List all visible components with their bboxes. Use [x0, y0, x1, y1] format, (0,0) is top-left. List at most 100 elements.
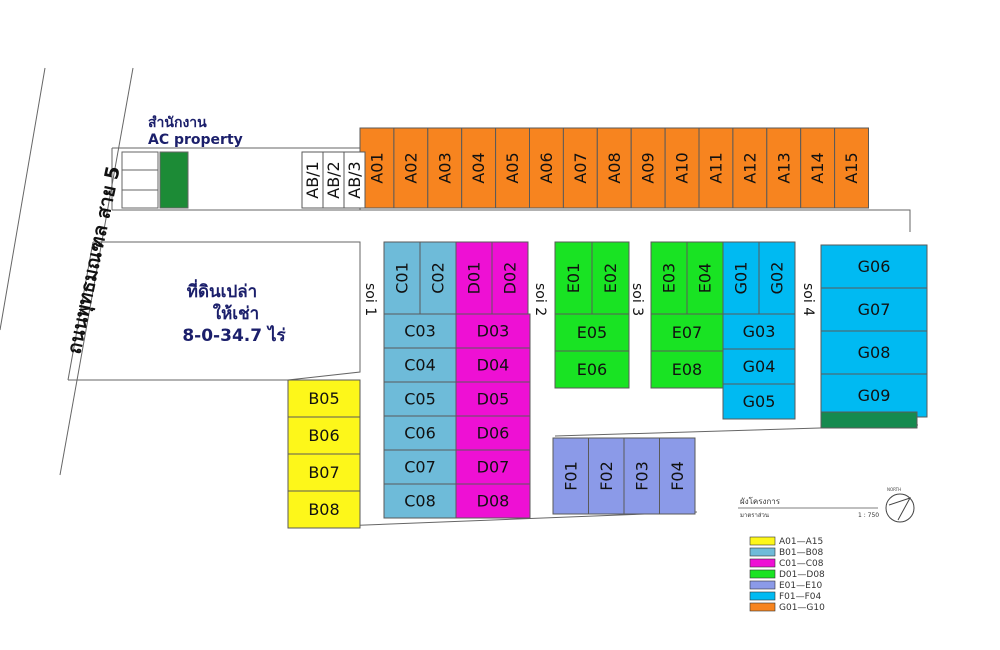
lot-e05-label: E05	[577, 323, 607, 342]
lot-a15[interactable]	[834, 127, 869, 209]
lot-e03[interactable]	[650, 241, 688, 315]
lot-c01[interactable]	[383, 241, 421, 315]
lot-e06[interactable]	[554, 350, 630, 389]
green-area-strip	[820, 411, 918, 429]
legend-swatch	[749, 547, 776, 557]
lot-b08[interactable]	[287, 490, 361, 529]
lot-d05-label: D05	[477, 390, 510, 409]
lot-ab3-label: AB/3	[345, 161, 364, 199]
lot-g02-label: G02	[768, 262, 787, 295]
lot-g04-label: G04	[743, 357, 776, 376]
lot-a05[interactable]	[495, 127, 531, 209]
lot-c06-label: C06	[404, 424, 436, 443]
soi-label-3: soi 3	[629, 283, 645, 316]
lot-b07[interactable]	[287, 453, 361, 492]
lot-d03-label: D03	[477, 322, 510, 341]
legend-swatch	[749, 591, 776, 601]
lot-shapes-layer	[287, 127, 928, 529]
lot-f03[interactable]	[623, 437, 660, 515]
legend-label: D01—D08	[779, 570, 825, 580]
lot-a10-label: A10	[673, 152, 692, 183]
lot-d07-label: D07	[477, 458, 510, 477]
lot-g03[interactable]	[722, 313, 796, 350]
lot-e01[interactable]	[554, 241, 593, 315]
vacant-land-line3: 8-0-34.7 ไร่	[182, 325, 286, 346]
lot-g02[interactable]	[758, 241, 796, 315]
lot-e05[interactable]	[554, 313, 630, 352]
lot-c01-label: C01	[393, 262, 412, 294]
title-block: ผังโครงการ มาตราส่วน 1 : 750 NORTH	[738, 487, 915, 523]
lot-g08[interactable]	[820, 330, 928, 375]
lot-a05-label: A05	[503, 152, 522, 183]
lot-g05[interactable]	[722, 383, 796, 420]
soi-label-1: soi 1	[362, 283, 378, 316]
lot-e01-label: E01	[564, 263, 583, 293]
lot-a14[interactable]	[800, 127, 836, 209]
lot-d02-label: D02	[501, 262, 520, 295]
legend-swatch	[749, 580, 776, 590]
lot-g09[interactable]	[820, 373, 928, 418]
lot-e08-label: E08	[672, 360, 702, 379]
lot-a04[interactable]	[461, 127, 497, 209]
lot-a07[interactable]	[562, 127, 598, 209]
lot-c08[interactable]	[383, 483, 457, 519]
lot-e02-label: E02	[601, 263, 620, 293]
lot-d08[interactable]	[455, 483, 531, 519]
lot-ab1-label: AB/1	[303, 161, 322, 199]
lot-f02-label: F02	[597, 461, 616, 491]
legend-swatch	[749, 536, 776, 546]
lot-b06-label: B06	[308, 426, 339, 445]
lot-g03-label: G03	[743, 322, 776, 341]
lot-g05-label: G05	[743, 392, 776, 411]
lot-e04-label: E04	[696, 263, 715, 293]
legend-swatch	[749, 569, 776, 579]
lot-a12[interactable]	[732, 127, 768, 209]
lot-a04-label: A04	[469, 152, 488, 183]
lot-e03-label: E03	[660, 263, 679, 293]
lot-g08-label: G08	[858, 343, 891, 362]
lot-a06[interactable]	[529, 127, 564, 209]
legend-label: F01—F04	[779, 592, 822, 602]
lot-d07[interactable]	[455, 449, 531, 485]
lot-b05-label: B05	[308, 389, 339, 408]
lot-d03[interactable]	[455, 313, 531, 349]
lot-f04[interactable]	[659, 437, 696, 515]
lot-d08-label: D08	[477, 492, 510, 511]
lot-ab2-label: AB/2	[324, 161, 343, 199]
lot-a13[interactable]	[766, 127, 802, 209]
lot-a01-label: A01	[367, 152, 386, 183]
lot-d04-label: D04	[477, 356, 510, 375]
lot-a06-label: A06	[537, 152, 556, 183]
lot-a02-label: A02	[401, 152, 420, 183]
lot-d06[interactable]	[455, 415, 531, 451]
lot-b05[interactable]	[287, 379, 361, 418]
legend-label: B01—B08	[779, 548, 824, 558]
lot-a07-label: A07	[571, 152, 590, 183]
road-edge-right	[59, 67, 134, 476]
vacant-land-line2: ให้เช่า	[213, 303, 259, 324]
lot-g06[interactable]	[820, 244, 928, 289]
lot-a11[interactable]	[698, 127, 734, 209]
lot-f04-label: F04	[668, 461, 687, 491]
soi-label-4: soi 4	[800, 283, 816, 316]
lot-a01[interactable]	[359, 127, 395, 209]
lot-a14-label: A14	[808, 152, 827, 183]
lot-e07-label: E07	[672, 323, 702, 342]
lot-d04[interactable]	[455, 347, 531, 383]
title-block-subtitle: มาตราส่วน	[740, 512, 769, 519]
legend-label: C01—C08	[779, 559, 824, 569]
lot-e07[interactable]	[650, 313, 724, 352]
lot-f01[interactable]	[552, 437, 589, 515]
lot-a10[interactable]	[664, 127, 700, 209]
road-edge-left	[0, 67, 46, 331]
lot-c06[interactable]	[383, 415, 457, 451]
legend-label: E01—E10	[779, 581, 823, 591]
legend-label: G01—G10	[779, 603, 825, 613]
lot-d02[interactable]	[491, 241, 529, 315]
lot-a02[interactable]	[393, 127, 429, 209]
lot-a08-label: A08	[605, 152, 624, 183]
lot-ab3[interactable]	[343, 151, 366, 209]
lot-a09[interactable]	[630, 127, 666, 209]
